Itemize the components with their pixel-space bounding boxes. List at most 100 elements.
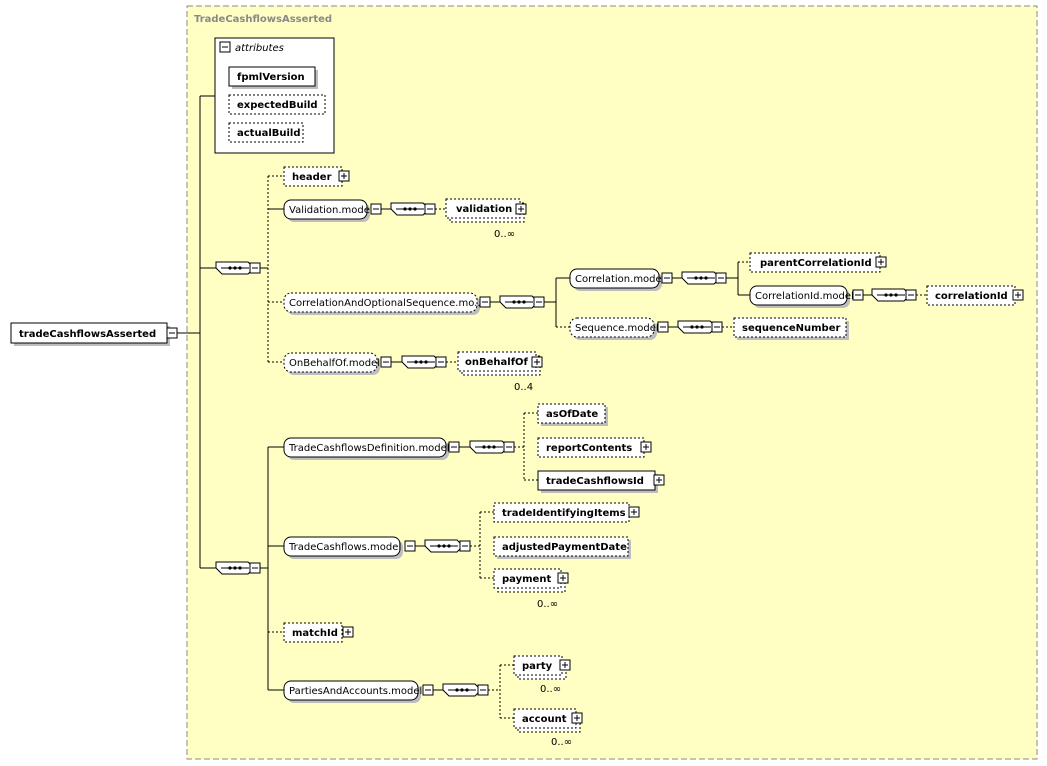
- definition-model-toggle[interactable]: [448, 441, 460, 453]
- element-party[interactable]: party: [513, 655, 567, 680]
- svg-text:adjustedPaymentDate: adjustedPaymentDate: [502, 542, 627, 553]
- tradeidentifyingitems-expand-icon[interactable]: [628, 506, 640, 518]
- correlation-model-compositor: [681, 271, 721, 285]
- attribute-expectedbuild[interactable]: expectedBuild: [228, 94, 326, 115]
- onbehalfof-compositor: [401, 355, 441, 369]
- root-collapse-toggle[interactable]: [166, 327, 178, 339]
- element-tradecashflowsid[interactable]: tradeCashflowsId: [537, 470, 658, 493]
- group-partiesandaccounts-model[interactable]: PartiesAndAccounts.model: [283, 680, 422, 703]
- element-validation[interactable]: validation: [445, 198, 525, 223]
- svg-text:Correlation.model: Correlation.model: [575, 274, 664, 285]
- svg-text:fpmlVersion: fpmlVersion: [237, 72, 305, 83]
- tradecashflowsid-expand-icon[interactable]: [653, 474, 665, 486]
- validation-sequence-compositor: [390, 202, 430, 216]
- tradecashflows-compositor-toggle[interactable]: [459, 540, 471, 552]
- parties-compositor-toggle[interactable]: [477, 684, 489, 696]
- sequence-compositor-2: [215, 561, 255, 575]
- svg-text:payment: payment: [502, 574, 551, 585]
- payment-expand-icon[interactable]: [557, 572, 569, 584]
- svg-text:actualBuild: actualBuild: [237, 128, 301, 139]
- parties-compositor: [442, 683, 482, 697]
- correlation-seq-compositor: [499, 295, 539, 309]
- onbehalfof-compositor-toggle[interactable]: [435, 356, 447, 368]
- group-tradecashflows-model[interactable]: TradeCashflows.model: [283, 536, 403, 559]
- sequence-1-toggle[interactable]: [249, 262, 261, 274]
- element-adjustedpaymentdate[interactable]: adjustedPaymentDate: [493, 536, 631, 559]
- svg-text:asOfDate: asOfDate: [546, 409, 598, 420]
- sequence-model-compositor-toggle[interactable]: [711, 321, 723, 333]
- element-tradeidentifyingitems[interactable]: tradeIdentifyingItems: [493, 502, 630, 523]
- svg-text:CorrelationAndOptionalSequence: CorrelationAndOptionalSequence.mo...: [289, 298, 484, 309]
- element-account[interactable]: account: [513, 708, 581, 733]
- element-parentcorrelationid[interactable]: parentCorrelationId: [749, 252, 881, 273]
- matchid-expand-icon[interactable]: [342, 626, 354, 638]
- correlationid-compositor-toggle[interactable]: [905, 289, 917, 301]
- tradecashflows-model-toggle[interactable]: [404, 540, 416, 552]
- element-asofdate[interactable]: asOfDate: [537, 403, 608, 426]
- tradecashflows-compositor: [424, 539, 464, 553]
- element-sequencenumber[interactable]: sequenceNumber: [733, 317, 849, 340]
- sequence-model-toggle[interactable]: [657, 321, 669, 333]
- attributes-collapse-toggle[interactable]: [219, 41, 231, 53]
- element-reportcontents[interactable]: reportContents: [537, 437, 645, 458]
- svg-text:expectedBuild: expectedBuild: [237, 100, 318, 111]
- element-onbehalfof[interactable]: onBehalfOf: [457, 351, 541, 376]
- svg-text:tradeIdentifyingItems: tradeIdentifyingItems: [502, 508, 626, 519]
- correlation-model-compositor-toggle[interactable]: [715, 272, 727, 284]
- account-expand-icon[interactable]: [571, 712, 583, 724]
- attributes-label: attributes: [235, 43, 284, 54]
- svg-text:reportContents: reportContents: [546, 443, 632, 454]
- type-title: TradeCashflowsAsserted: [194, 14, 332, 25]
- group-validation-model[interactable]: Validation.model: [283, 199, 373, 222]
- parentcorrelationid-expand-icon[interactable]: [875, 256, 887, 268]
- group-correlationid-model[interactable]: CorrelationId.model: [749, 285, 854, 308]
- svg-text:tradeCashflowsAsserted: tradeCashflowsAsserted: [19, 329, 156, 340]
- svg-text:onBehalfOf: onBehalfOf: [465, 357, 529, 368]
- element-matchid[interactable]: matchId: [283, 622, 343, 643]
- svg-text:TradeCashflowsDefinition.model: TradeCashflowsDefinition.model: [288, 443, 450, 454]
- sequence-2-toggle[interactable]: [249, 562, 261, 574]
- reportcontents-expand-icon[interactable]: [640, 441, 652, 453]
- svg-text:Sequence.model: Sequence.model: [575, 323, 659, 334]
- correlation-model-toggle[interactable]: [661, 272, 673, 284]
- group-onbehalfof-model[interactable]: OnBehalfOf.model: [283, 352, 380, 375]
- definition-compositor: [469, 440, 509, 454]
- element-correlationid[interactable]: correlationId: [926, 285, 1016, 306]
- svg-text:tradeCashflowsId: tradeCashflowsId: [546, 476, 644, 487]
- sequence-model-compositor: [677, 320, 717, 334]
- svg-text:validation: validation: [456, 204, 512, 215]
- validation-model-toggle[interactable]: [370, 203, 382, 215]
- svg-text:header: header: [292, 172, 332, 183]
- correlationid-expand-icon[interactable]: [1012, 289, 1024, 301]
- onbehalfof-model-toggle[interactable]: [380, 356, 392, 368]
- correlation-seq-toggle[interactable]: [479, 296, 491, 308]
- party-expand-icon[interactable]: [559, 659, 571, 671]
- parties-model-toggle[interactable]: [422, 684, 434, 696]
- element-header[interactable]: header: [283, 166, 343, 187]
- root-element[interactable]: tradeCashflowsAsserted: [10, 322, 170, 346]
- svg-text:sequenceNumber: sequenceNumber: [742, 323, 840, 334]
- attribute-fpmlversion[interactable]: fpmlVersion: [228, 66, 318, 89]
- correlationid-model-toggle[interactable]: [852, 289, 864, 301]
- element-payment[interactable]: payment: [493, 568, 566, 593]
- validation-expand-icon[interactable]: [515, 203, 527, 215]
- validation-sequence-toggle[interactable]: [424, 203, 436, 215]
- correlation-seq-compositor-toggle[interactable]: [533, 296, 545, 308]
- attribute-actualbuild[interactable]: actualBuild: [228, 122, 304, 143]
- svg-text:parentCorrelationId: parentCorrelationId: [760, 258, 872, 269]
- svg-text:correlationId: correlationId: [935, 291, 1008, 302]
- svg-text:TradeCashflows.model: TradeCashflows.model: [288, 542, 401, 553]
- onbehalfof-expand-icon[interactable]: [531, 356, 543, 368]
- validation-cardinality: 0..∞: [494, 229, 515, 240]
- header-expand-icon[interactable]: [338, 170, 350, 182]
- svg-text:Validation.model: Validation.model: [289, 205, 373, 216]
- payment-cardinality: 0..∞: [537, 599, 558, 610]
- group-correlation-and-optional-sequence[interactable]: CorrelationAndOptionalSequence.mo...: [283, 292, 484, 315]
- group-tradecashflowsdefinition-model[interactable]: TradeCashflowsDefinition.model: [283, 437, 450, 460]
- group-correlation-model[interactable]: Correlation.model: [569, 268, 664, 291]
- svg-text:matchId: matchId: [292, 628, 338, 639]
- svg-text:OnBehalfOf.model: OnBehalfOf.model: [289, 358, 380, 369]
- definition-compositor-toggle[interactable]: [503, 441, 515, 453]
- group-sequence-model[interactable]: Sequence.model: [569, 317, 659, 340]
